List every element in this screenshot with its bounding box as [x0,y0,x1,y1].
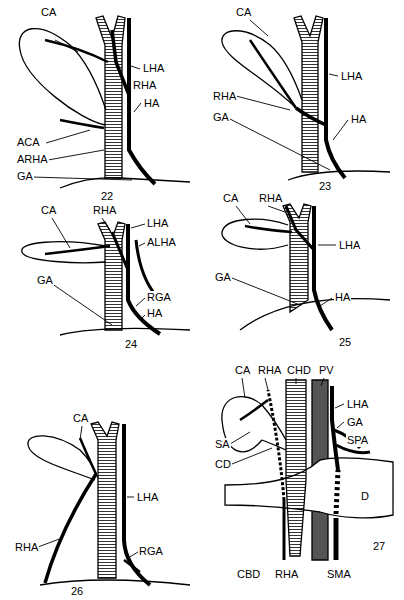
callout-label: GA [212,111,230,124]
callout-label: 24 [124,338,138,351]
callout-label: RGA [138,545,164,558]
callout-label: CD [214,458,232,471]
callout-label: LHA [146,217,169,230]
callout-label: SPA [346,434,369,447]
callout-label: HA [350,113,367,126]
callout-label: ALHA [146,236,177,249]
callout-label: RHA [257,364,282,377]
callout-label: RHA [258,192,283,205]
callout-label: CHD [286,364,312,377]
callout-label: CBD [236,568,261,581]
callout-label: 27 [372,540,386,553]
callout-label: LHA [142,62,165,75]
callout-label: 25 [338,336,352,349]
callout-label: PV [318,364,335,377]
callout-label: CA [72,412,89,425]
callout-label: RHA [92,204,117,217]
callout-label: 26 [70,585,84,598]
callout-label: RHA [14,541,39,554]
callout-label: LHA [136,491,159,504]
callout-label: GA [346,416,364,429]
callout-label: 22 [100,190,114,203]
callout-label: CA [235,6,252,19]
callout-label: SMA [326,568,352,581]
callout-label: RHA [212,90,237,103]
callout-label: RHA [132,79,157,92]
callout-label: GA [16,170,34,183]
callout-label: RGA [146,291,172,304]
callout-label: LHA [340,70,363,83]
callout-label: 23 [318,180,332,193]
callout-label: HA [146,307,163,320]
callout-label: HA [334,291,351,304]
callout-label: CA [40,6,57,19]
callout-label: GA [214,271,232,284]
callout-label: D [360,490,370,503]
callout-label: CA [40,204,57,217]
callout-label: CA [234,364,251,377]
callout-label: RHA [274,568,299,581]
callout-label: LHA [346,398,369,411]
callout-label: GA [36,274,54,287]
callout-label: LHA [338,239,361,252]
callout-label: ACA [16,136,41,149]
callout-label: CA [222,192,239,205]
callout-label: ARHA [16,153,49,166]
callout-label: SA [214,438,231,451]
callout-label: HA [143,97,160,110]
